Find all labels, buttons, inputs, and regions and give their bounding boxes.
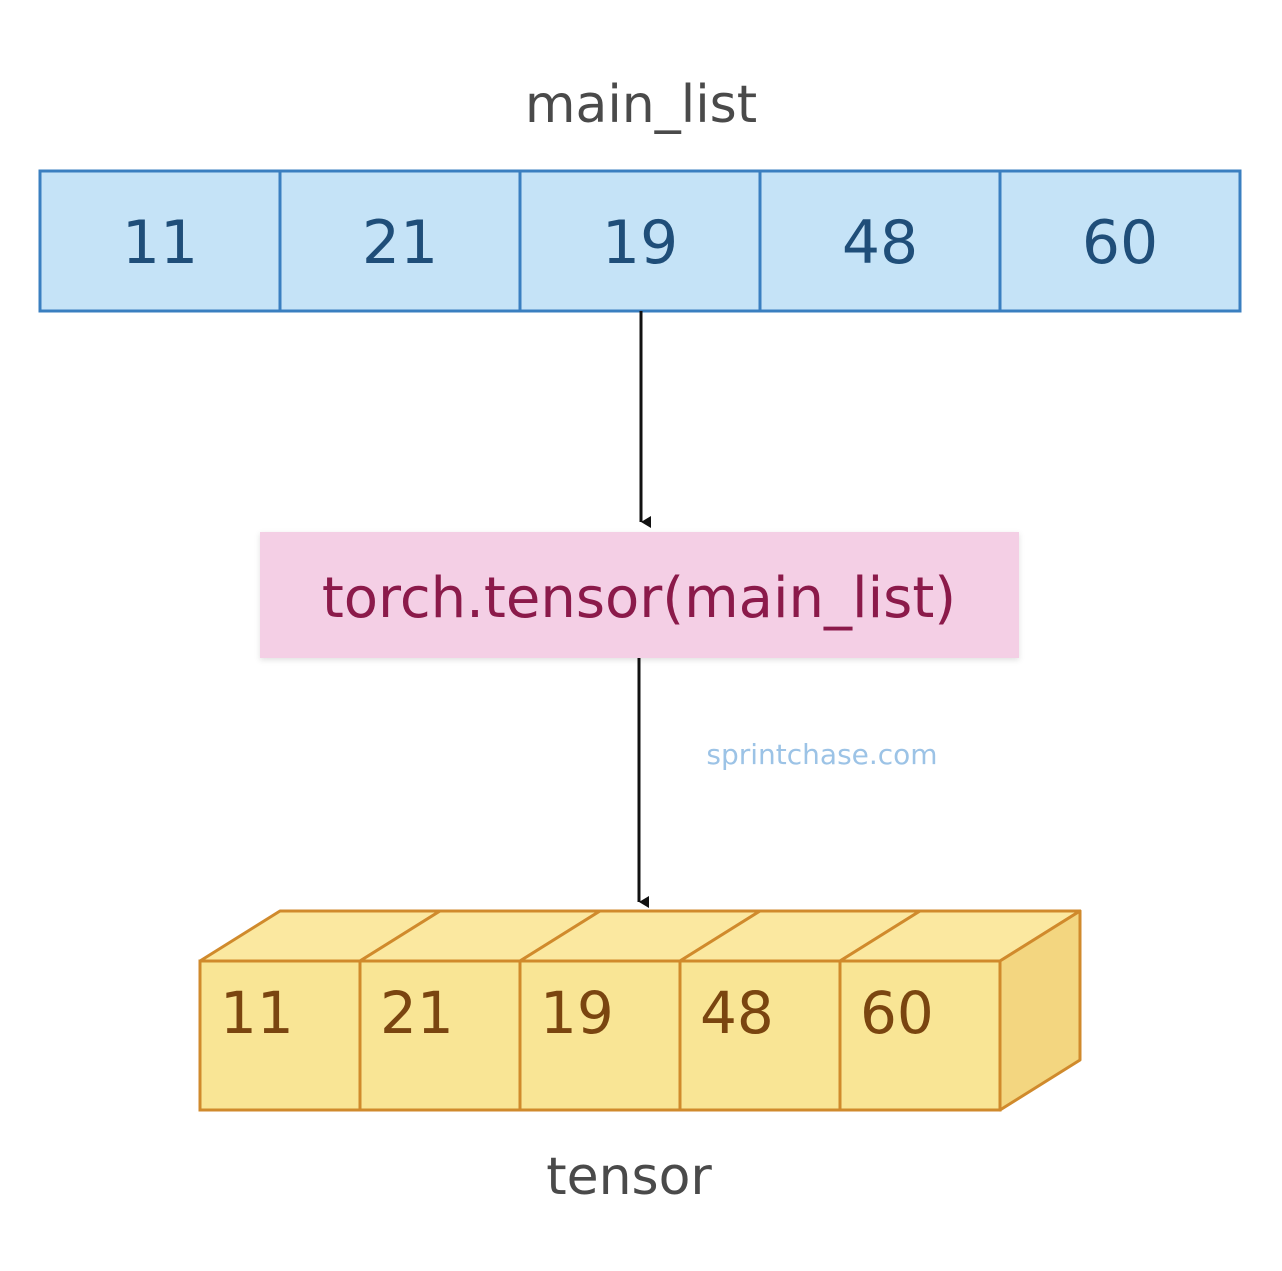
main-list-title: main_list [525,75,757,135]
main-list-array: 11 21 19 48 60 [38,169,1242,313]
tensor-block: 19 [518,959,682,1112]
tensor-block: 60 [838,959,1002,1112]
tensor-title: tensor [546,1147,712,1207]
tensor-block-value: 11 [220,979,294,1047]
tensor-block-front-face [838,959,1002,1112]
main-list-cell: 60 [998,169,1242,313]
tensor-block-value: 60 [860,979,934,1047]
main-list-cell: 11 [38,169,282,313]
tensor-block-array: 11 21 19 48 60 [198,909,1082,1112]
main-list-cell-box [38,169,282,313]
tensor-block-front-face [518,959,682,1112]
tensor-block-value: 48 [700,979,774,1047]
main-list-cell: 48 [758,169,1002,313]
tensor-block-value: 19 [540,979,614,1047]
main-list-cell-box [518,169,762,313]
watermark-text: sprintchase.com [706,738,937,771]
main-list-cell-box [998,169,1242,313]
main-list-cell-box [278,169,522,313]
operation-box-background [260,532,1019,658]
tensor-block: 11 [198,959,362,1112]
main-list-cell-value: 48 [842,208,918,278]
main-list-cell-value: 19 [602,208,678,278]
operation-box: torch.tensor(main_list) [260,532,1019,658]
main-list-cell-value: 21 [362,208,438,278]
tensor-block-value: 21 [380,979,454,1047]
tensor-block-front-face [198,959,362,1112]
main-list-cell: 19 [518,169,762,313]
tensor-block-front-face [678,959,842,1112]
main-list-cell: 21 [278,169,522,313]
tensor-block: 21 [358,959,522,1112]
tensor-block: 48 [678,959,842,1112]
main-list-cell-value: 11 [122,208,198,278]
main-list-cell-value: 60 [1082,208,1158,278]
operation-label: torch.tensor(main_list) [322,566,956,631]
